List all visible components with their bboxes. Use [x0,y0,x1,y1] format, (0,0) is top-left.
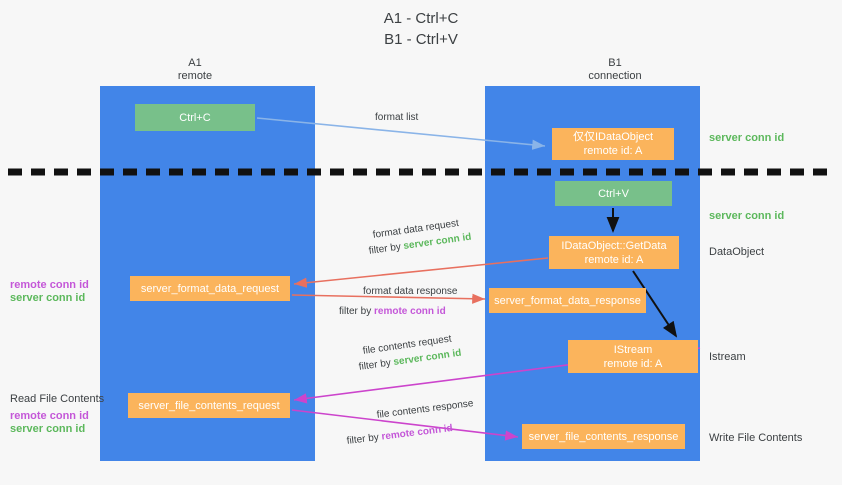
box-server-file-contents-request[interactable]: server_file_contents_request [128,393,290,418]
label-format-data-response-filter: filter by remote conn id [339,305,446,319]
note-istream: Istream [709,351,746,363]
label-format-list: format list [375,112,419,123]
box-getdata-line1: IDataObject::GetData [561,239,667,252]
conn-id-left-upper-remote: remote conn id [10,279,89,291]
filter-remote-conn-id-1: remote conn id [374,306,446,317]
box-ctrl-v[interactable]: Ctrl+V [555,181,672,206]
box-idataobject-line2: remote id: A [583,145,643,157]
box-ctrl-v-label: Ctrl+V [598,187,629,200]
box-server-format-data-response[interactable]: server_format_data_response [489,288,646,313]
conn-id-left-lower: remote conn id server conn id [10,410,89,436]
label-file-contents-response-filter: filter by remote conn id [346,422,454,449]
conn-id-left-upper: remote conn id server conn id [10,279,89,305]
filter-remote-conn-id-2: remote conn id [380,422,454,443]
box-ctrl-c-label: Ctrl+C [179,111,211,124]
box-ctrl-c[interactable]: Ctrl+C [135,104,255,131]
filter-by-text-4: filter by [346,431,383,447]
conn-id-mid-server: server conn id [709,210,785,222]
conn-id-left-upper-server: server conn id [10,292,86,304]
conn-id-mid: server conn id [709,210,784,223]
filter-by-text-3: filter by [358,357,395,373]
box-istream-line1: IStream [613,343,653,356]
box-server-file-contents-request-label: server_file_contents_request [138,399,280,412]
box-idataobject[interactable]: 仅仅IDataObject remote id: A [552,128,674,160]
note-write-file-contents: Write File Contents [709,432,803,444]
box-server-file-contents-response-label: server_file_contents_response [528,430,679,443]
note-dataobject: DataObject [709,246,765,258]
filter-by-text-1: filter by [368,241,405,257]
conn-id-top-server: server conn id [709,132,785,144]
box-server-format-data-response-label: server_format_data_response [494,294,641,307]
column-header-b1: B1 connection [588,57,642,82]
conn-id-top: server conn id [709,132,784,145]
box-server-file-contents-response[interactable]: server_file_contents_response [522,424,685,449]
label-file-contents-response: file contents response [376,398,475,421]
conn-id-left-lower-server: server conn id [10,423,86,435]
filter-by-text-2: filter by [339,306,375,317]
box-server-format-data-request-label: server_format_data_request [140,282,280,295]
note-read-file-contents: Read File Contents [10,393,105,405]
box-idataobject-getdata[interactable]: IDataObject::GetData remote id: A [549,236,679,269]
box-server-format-data-request[interactable]: server_format_data_request [130,276,290,301]
page-title: A1 - Ctrl+C B1 - Ctrl+V [383,10,459,48]
box-getdata-line2: remote id: A [584,253,644,266]
box-istream[interactable]: IStream remote id: A [568,340,698,373]
column-header-a1: A1 remote [177,57,213,82]
conn-id-left-lower-remote: remote conn id [10,410,89,422]
box-idataobject-line1: 仅仅IDataObject [572,131,654,143]
label-format-data-response: format data response [363,286,458,297]
box-istream-line2: remote id: A [603,357,663,370]
